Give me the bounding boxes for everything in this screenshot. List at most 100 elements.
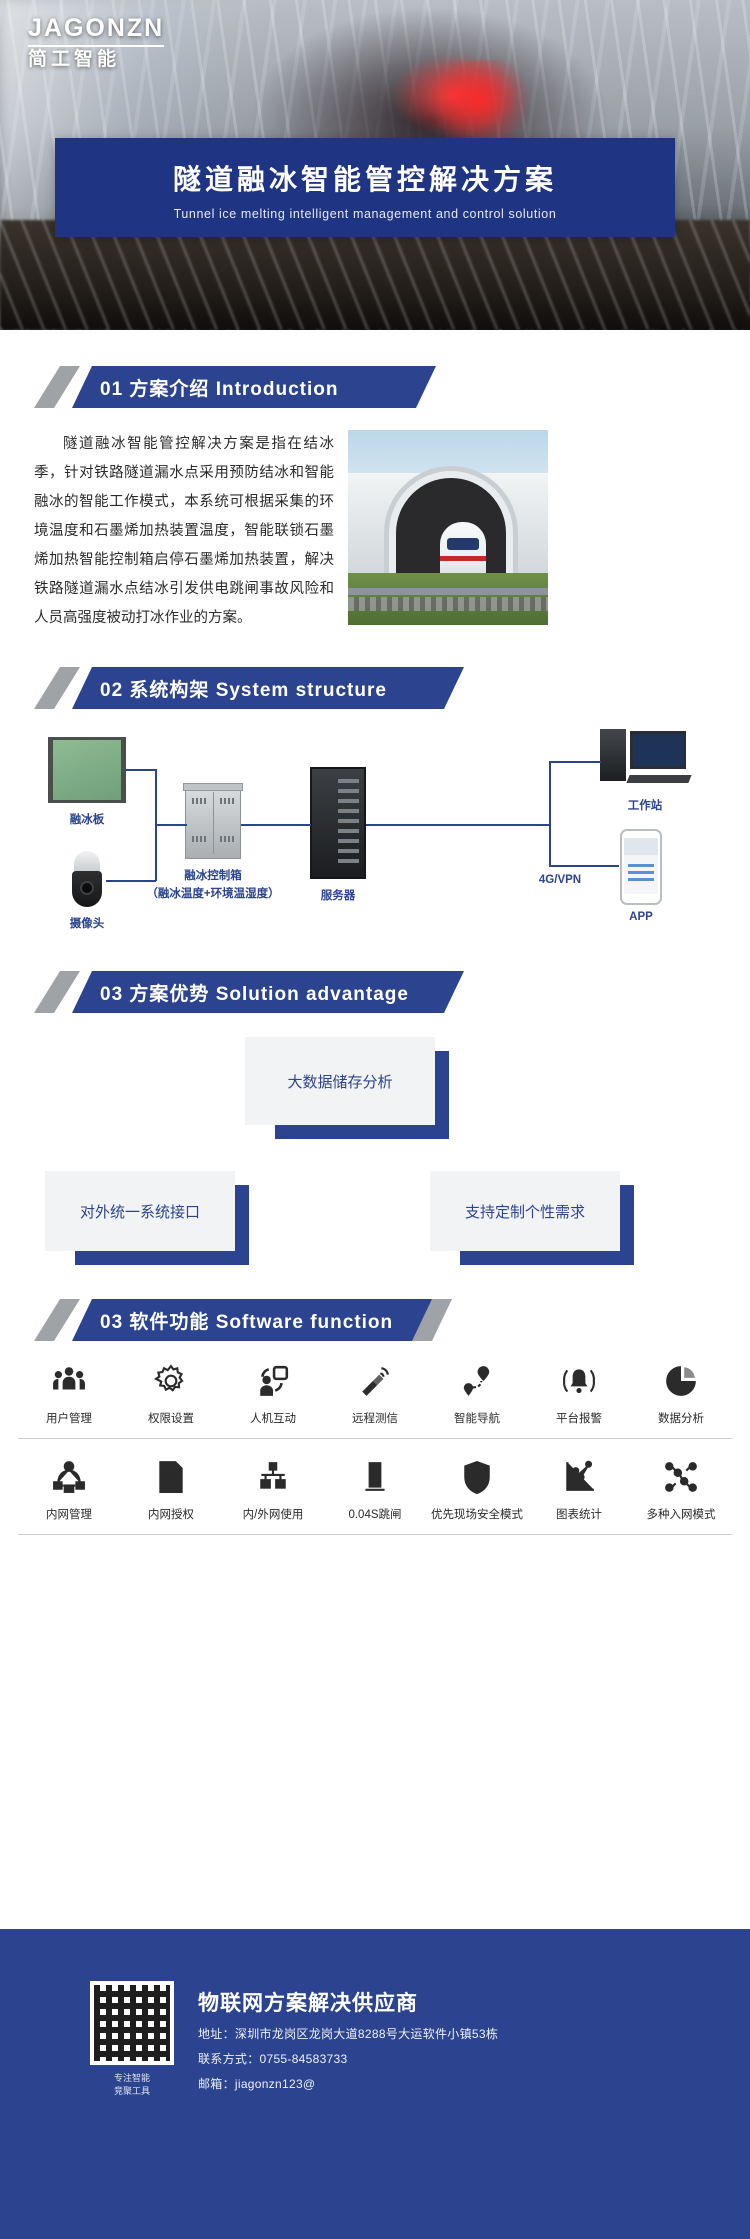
function-item-intranet-authorization[interactable]: 内网授权 xyxy=(120,1457,222,1522)
guard-rail xyxy=(348,588,548,595)
logo-chinese-text: 简工智能 xyxy=(28,49,121,70)
box-vent-1 xyxy=(192,798,206,804)
section-header-structure: 02 系统构架 System structure xyxy=(34,667,464,709)
function-item-platform-alarm[interactable]: 平台报警 xyxy=(528,1361,630,1426)
line-chart-icon xyxy=(528,1457,630,1497)
footer-title: 物联网方案解决供应商 xyxy=(198,1991,418,2015)
section-solution-advantage: 03 方案优势 Solution advantage 大数据储存分析 对外统一系… xyxy=(0,959,750,1299)
node-label-melt-panel: 融冰板 xyxy=(69,814,105,826)
connector-to-workstation xyxy=(549,761,601,763)
safety-shield-icon xyxy=(426,1457,528,1497)
rack-slot xyxy=(338,819,359,823)
server-rack-icon xyxy=(310,767,366,879)
function-item-human-machine[interactable]: 人机互动 xyxy=(222,1361,324,1426)
footer-phone: 联系方式：0755-84583733 xyxy=(198,2051,348,2066)
section-heading-text: 03 方案优势 Solution advantage xyxy=(100,983,409,1005)
multi-node-icon xyxy=(630,1457,732,1497)
function-item-permission-settings[interactable]: 权限设置 xyxy=(120,1361,222,1426)
function-label: 平台报警 xyxy=(556,1413,602,1425)
rack-slot xyxy=(338,799,359,803)
function-row: 用户管理 权限设置 人机互动 远程测信 xyxy=(18,1361,732,1439)
camera-lens xyxy=(80,881,94,895)
node-label-control-box: 融冰控制箱 xyxy=(184,870,242,882)
footer-text-block: 物联网方案解决供应商 地址：深圳市龙岗区龙岗大道8288号大运软件小镇53栋 联… xyxy=(198,1987,498,2092)
function-grid: 用户管理 权限设置 人机互动 远程测信 xyxy=(0,1341,750,1535)
function-label: 权限设置 xyxy=(148,1413,194,1425)
function-label: 内网管理 xyxy=(46,1509,92,1521)
section-software-function: 03 软件功能 Software function 用户管理 权限设置 xyxy=(0,1299,750,1535)
function-item-user-management[interactable]: 用户管理 xyxy=(18,1361,120,1426)
section-header-advantage: 03 方案优势 Solution advantage xyxy=(34,971,464,1013)
connector-box-to-server xyxy=(241,824,311,826)
tunnel-red-light xyxy=(420,60,540,140)
function-item-network-usage[interactable]: 内/外网使用 xyxy=(222,1457,324,1522)
function-item-data-analysis[interactable]: 数据分析 xyxy=(630,1361,732,1426)
section-heading-text: 02 系统构架 System structure xyxy=(100,679,387,701)
section-system-structure: 02 系统构架 System structure 融冰板 摄像头 融冰控制箱 （… xyxy=(0,633,750,959)
footer-address: 地址：深圳市龙岗区龙岗大道8288号大运软件小镇53栋 xyxy=(198,2026,499,2041)
function-item-chart-statistics[interactable]: 图表统计 xyxy=(528,1457,630,1522)
rack-slot xyxy=(338,859,359,863)
function-label: 内/外网使用 xyxy=(242,1509,304,1521)
node-sublabel-control-box: （融冰温度+环境温湿度） xyxy=(146,888,280,900)
rack-slot xyxy=(338,849,359,853)
footer-email: 邮箱：jiagonzn123@ xyxy=(198,2076,316,2091)
hero-banner: JAGONZN 简工智能 隧道融冰智能管控解决方案 Tunnel ice mel… xyxy=(0,0,750,330)
section-header-software: 03 软件功能 Software function xyxy=(34,1299,452,1341)
camera-icon xyxy=(72,851,102,907)
header-band: 01 方案介绍 Introduction xyxy=(72,366,436,408)
human-machine-icon xyxy=(222,1361,324,1401)
breaker-icon xyxy=(324,1457,426,1497)
header-accent-shape xyxy=(34,1299,80,1341)
connector-camera xyxy=(106,880,156,882)
qr-code[interactable] xyxy=(90,1981,174,2065)
function-label: 多种入网模式 xyxy=(646,1509,716,1521)
train-stripe xyxy=(440,556,486,561)
link-label-4g-vpn: 4G/VPN xyxy=(538,874,582,886)
tunnel-portal-image xyxy=(348,430,548,625)
section-introduction: 01 方案介绍 Introduction 隧道融冰智能管控解决方案是指在结冰季，… xyxy=(0,330,750,633)
function-item-breaker-trip[interactable]: 0.04S跳闸 xyxy=(324,1457,426,1522)
qr-caption: 专注智能 竞聚工具 xyxy=(90,2072,174,2097)
connector-server-to-hub xyxy=(366,824,450,826)
function-item-intranet-management[interactable]: 内网管理 xyxy=(18,1457,120,1522)
function-item-smart-navigation[interactable]: 智能导航 xyxy=(426,1361,528,1426)
logo-divider xyxy=(28,45,165,47)
function-label: 数据分析 xyxy=(658,1413,704,1425)
melting-panel-icon xyxy=(48,737,126,803)
box-divider xyxy=(213,792,214,854)
tunnel-rails xyxy=(0,220,750,330)
advantage-label: 大数据储存分析 xyxy=(287,1073,393,1091)
alarm-bell-icon xyxy=(528,1361,630,1401)
page-title: 隧道融冰智能管控解决方案 xyxy=(172,164,557,195)
header-accent-shape xyxy=(34,667,80,709)
connector-panel xyxy=(126,769,156,771)
advantage-card: 大数据储存分析 xyxy=(245,1037,449,1139)
system-structure-diagram: 融冰板 摄像头 融冰控制箱 （融冰温度+环境温湿度） 服务器 xyxy=(0,719,750,959)
function-label: 远程测信 xyxy=(352,1413,398,1425)
function-label: 0.04S跳闸 xyxy=(348,1509,402,1521)
introduction-content: 隧道融冰智能管控解决方案是指在结冰季，针对铁路隧道漏水点采用预防结冰和智能融冰的… xyxy=(0,408,750,633)
header-band: 03 软件功能 Software function xyxy=(72,1299,442,1341)
camera-housing xyxy=(74,851,100,873)
rack-slot xyxy=(338,809,359,813)
function-item-remote-telemetry[interactable]: 远程测信 xyxy=(324,1361,426,1426)
function-label: 优先现场安全模式 xyxy=(431,1509,523,1521)
function-label: 人机互动 xyxy=(250,1413,296,1425)
qr-caption-line1: 专注智能 xyxy=(113,2073,150,2083)
header-band: 02 系统构架 System structure xyxy=(72,667,464,709)
function-item-multi-access-mode[interactable]: 多种入网模式 xyxy=(630,1457,732,1522)
function-row: 内网管理 内网授权 内/外网使用 0.04S跳闸 xyxy=(18,1457,732,1535)
qr-block: 专注智能 竞聚工具 xyxy=(90,1981,174,2097)
document-lock-icon xyxy=(120,1457,222,1497)
pc-tower xyxy=(600,729,626,781)
workstation-icon xyxy=(600,729,692,791)
track-rails xyxy=(348,597,548,611)
advantage-card: 支持定制个性需求 xyxy=(430,1171,634,1265)
control-box-icon xyxy=(183,783,243,859)
advantage-label: 支持定制个性需求 xyxy=(464,1203,585,1221)
function-label: 智能导航 xyxy=(454,1413,500,1425)
rack-slot xyxy=(338,829,359,833)
function-item-safety-mode[interactable]: 优先现场安全模式 xyxy=(426,1457,528,1522)
navigation-pin-icon xyxy=(426,1361,528,1401)
